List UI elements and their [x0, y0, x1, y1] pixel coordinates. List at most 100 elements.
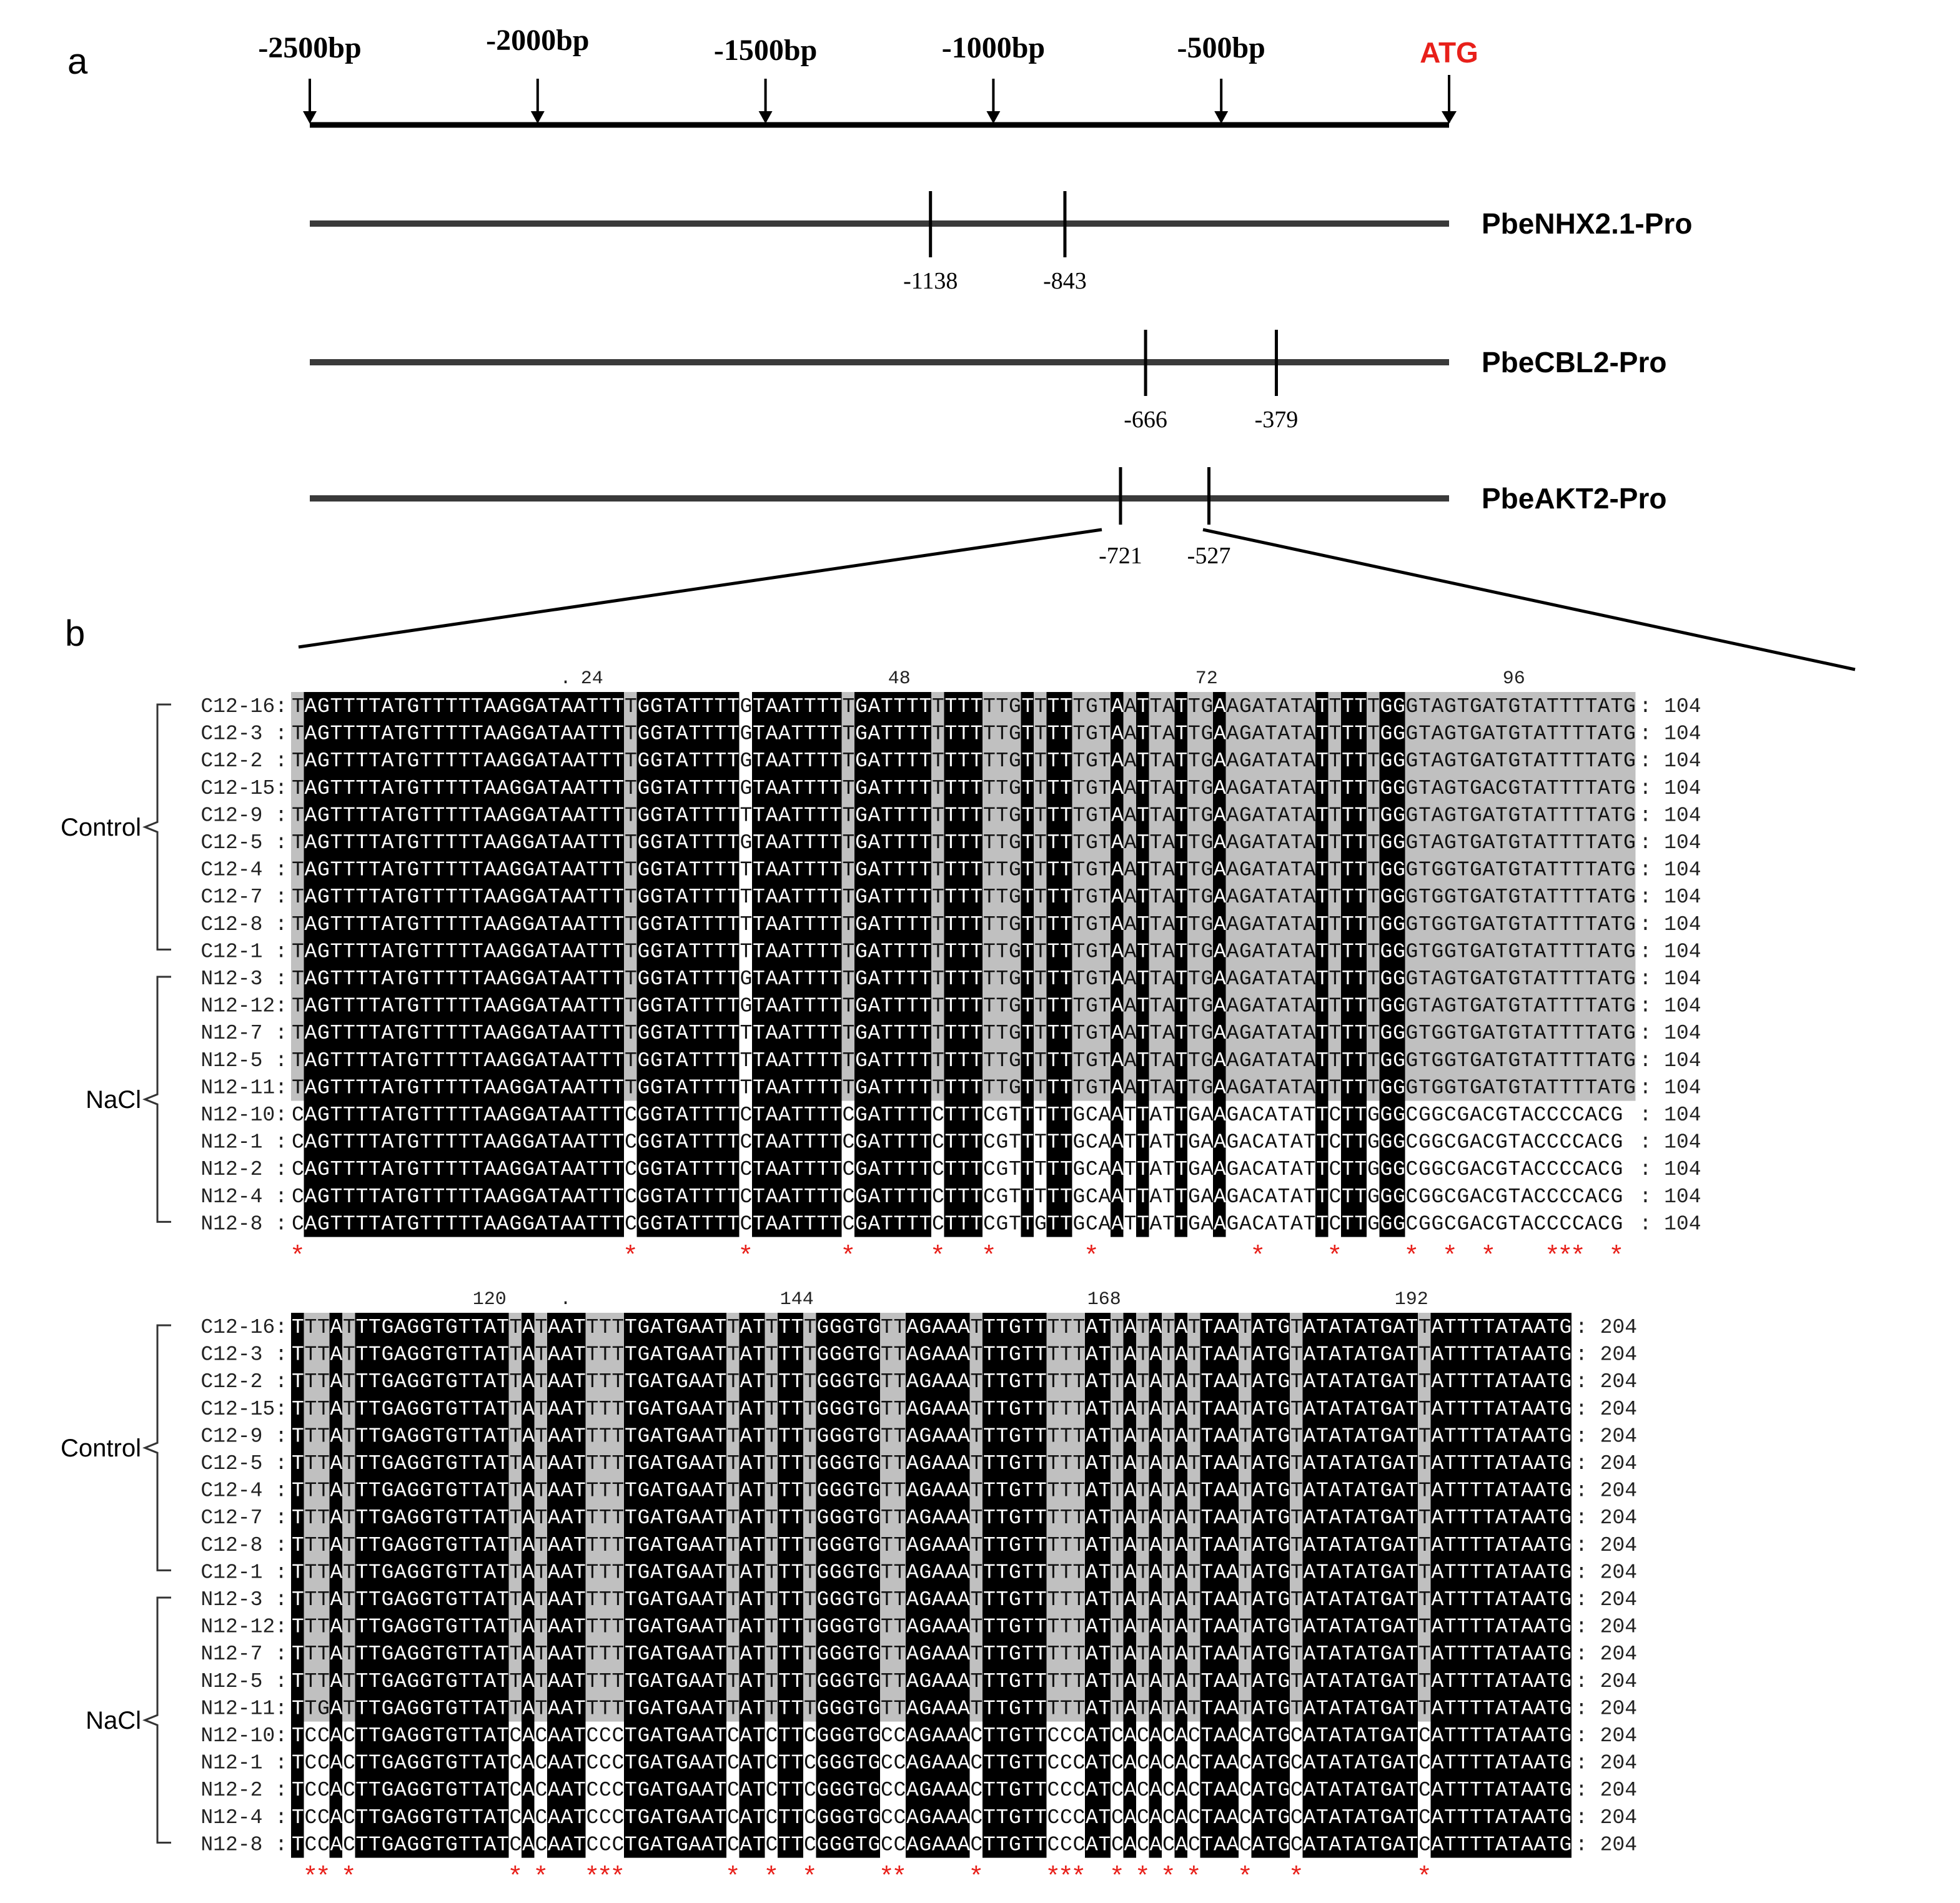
sequence-text: TAGTTTTATGTTTTTAAGGATAATTTTGGTATTTTGTAAT…	[292, 967, 1636, 991]
difference-star: *	[1074, 1860, 1084, 1889]
sequence-end: : 104	[1640, 1158, 1701, 1181]
sequence-end: : 104	[1640, 804, 1701, 827]
conserved-cell	[752, 746, 842, 774]
sequence-end: : 204	[1575, 1343, 1637, 1367]
shaded-cell	[1328, 773, 1341, 801]
shaded-cell	[982, 719, 1021, 747]
sequence-text: TAGTTTTATGTTTTTAAGGATAATTTTGGTATTTTGTAAT…	[292, 723, 1636, 746]
difference-star: *	[894, 1860, 904, 1889]
sequence-text: CAGTTTTATGTTTTTAAGGATAATTTCGGTATTTTCTAAT…	[292, 1131, 1623, 1154]
sequence-name: N12-4 :	[200, 1806, 287, 1829]
sequence-name: N12-2 :	[200, 1779, 287, 1802]
sequence-name: N12-1 :	[200, 1752, 287, 1775]
conserved-cell	[854, 773, 931, 801]
conserved-cell	[752, 692, 842, 720]
sequence-row: N12-2 :TCCACTTGAGGTGTTATCACAATCCCTGATGAA…	[200, 1779, 1637, 1802]
shaded-cell	[291, 692, 304, 720]
sequence-end: : 204	[1575, 1452, 1637, 1475]
conserved-cell	[636, 801, 740, 829]
sequence-end: : 204	[1575, 1316, 1637, 1339]
sequence-name: C12-7 :	[200, 886, 287, 909]
sequence-text: TTTATTTGAGGTGTTATTATAATTTTTGATGAATTATTTT…	[292, 1316, 1571, 1339]
ruler-label: 120	[473, 1289, 507, 1310]
promoter-name: PbeCBL2-Pro	[1482, 346, 1666, 378]
sequence-end: : 104	[1640, 1212, 1701, 1235]
shaded-cell	[291, 801, 304, 829]
shaded-cell	[1123, 801, 1136, 829]
promoter-list: PbeNHX2.1-Pro-1138-843PbeCBL2-Pro-666-37…	[310, 191, 1692, 569]
conserved-cell	[1315, 773, 1329, 801]
sequence-row: C12-16:TAGTTTTATGTTTTTAAGGATAATTTTGGTATT…	[200, 695, 1701, 718]
shaded-cell	[1123, 719, 1136, 747]
sequence-name: C12-15:	[200, 777, 287, 800]
group-label: NaCl	[86, 1086, 141, 1114]
shaded-cell	[624, 692, 637, 720]
shaded-cell	[931, 801, 944, 829]
sequence-row: C12-2 :TTTATTTGAGGTGTTATTATAATTTTTGATGAA…	[200, 1370, 1637, 1393]
conserved-cell	[1379, 773, 1405, 801]
conserved-cell	[1136, 692, 1149, 720]
ruler-label: 72	[1195, 668, 1218, 690]
shaded-cell	[1149, 746, 1175, 774]
difference-star: *	[344, 1860, 354, 1889]
conserved-cell	[1046, 801, 1072, 829]
shaded-cell	[931, 773, 944, 801]
sequence-row: C12-5 :TTTATTTGAGGTGTTATTATAATTTTTGATGAA…	[200, 1452, 1637, 1475]
difference-star: *	[1419, 1860, 1429, 1889]
sequence-text: TAGTTTTATGTTTTTAAGGATAATTTTGGTATTTTTTAAT…	[292, 1022, 1636, 1045]
difference-star: *	[510, 1860, 520, 1889]
conserved-cell	[1341, 692, 1367, 720]
sequence-text: TTTATTTGAGGTGTTATTATAATTTTTGATGAATTATTTT…	[292, 1370, 1571, 1393]
sequence-end: : 104	[1640, 1131, 1701, 1154]
sequence-text: TAGTTTTATGTTTTTAAGGATAATTTTGGTATTTTTTAAT…	[292, 1049, 1636, 1072]
difference-star: *	[1445, 1239, 1455, 1268]
conserved-cell	[1111, 773, 1124, 801]
sequence-name: C12-3 :	[200, 1343, 287, 1367]
difference-star: *	[1048, 1860, 1058, 1889]
sequence-end: : 104	[1640, 886, 1701, 909]
sequence-end: : 204	[1575, 1534, 1637, 1557]
tick-label: -2000bp	[486, 24, 589, 57]
site-label: -1138	[903, 268, 958, 294]
shaded-cell	[1328, 746, 1341, 774]
sequence-text: TAGTTTTATGTTTTTAAGGATAATTTTGGTATTTTTTAAT…	[292, 913, 1636, 936]
sequence-row: C12-3 :TTTATTTGAGGTGTTATTATAATTTTTGATGAA…	[200, 1343, 1637, 1367]
shaded-cell	[931, 746, 944, 774]
shaded-cell	[291, 746, 304, 774]
sequence-name: N12-8 :	[200, 1833, 287, 1856]
sequence-text: TTTATTTGAGGTGTTATTATAATTTTTGATGAATTATTTT…	[292, 1506, 1571, 1530]
shaded-cell	[841, 801, 854, 829]
shaded-cell	[1034, 801, 1047, 829]
sequence-text: TTGATTTGAGGTGTTATTATAATTTTTGATGAATTATTTT…	[292, 1697, 1571, 1720]
panel-b-label: b	[65, 613, 85, 654]
conserved-cell	[1174, 692, 1187, 720]
sequence-end: : 104	[1640, 831, 1701, 854]
sequence-name: C12-5 :	[200, 831, 287, 854]
sequence-name: C12-5 :	[200, 1452, 287, 1475]
difference-star: *	[881, 1860, 891, 1889]
conserved-cell	[1046, 719, 1072, 747]
difference-star: *	[1547, 1239, 1557, 1268]
shaded-cell	[1367, 746, 1380, 774]
sequence-name: N12-10:	[200, 1104, 287, 1127]
conserved-cell	[1021, 801, 1034, 829]
conserved-cell	[1111, 692, 1124, 720]
sequence-row: C12-9 :TAGTTTTATGTTTTTAAGGATAATTTTGGTATT…	[200, 804, 1701, 827]
alignment-cells	[291, 1313, 1571, 1858]
atg-label: ATG	[1420, 36, 1478, 69]
shaded-cell	[1225, 801, 1315, 829]
difference-star: *	[613, 1860, 623, 1889]
sequence-end: : 104	[1640, 1049, 1701, 1072]
conserved-cell	[636, 746, 740, 774]
difference-star: *	[1137, 1860, 1147, 1889]
axis-ticks: -2500bp-2000bp-1500bp-1000bp-500bp	[258, 24, 1265, 124]
sequence-row: N12-12:TTTATTTGAGGTGTTATTATAATTTTTGATGAA…	[200, 1616, 1637, 1639]
difference-star: *	[728, 1860, 738, 1889]
conserved-cell	[1379, 746, 1405, 774]
group-label: Control	[61, 814, 141, 841]
sequence-text: TCCACTTGAGGTGTTATCACAATCCCTGATGAATCATCTT…	[292, 1806, 1571, 1829]
conserved-cell	[944, 719, 982, 747]
sequence-end: : 104	[1640, 859, 1701, 882]
